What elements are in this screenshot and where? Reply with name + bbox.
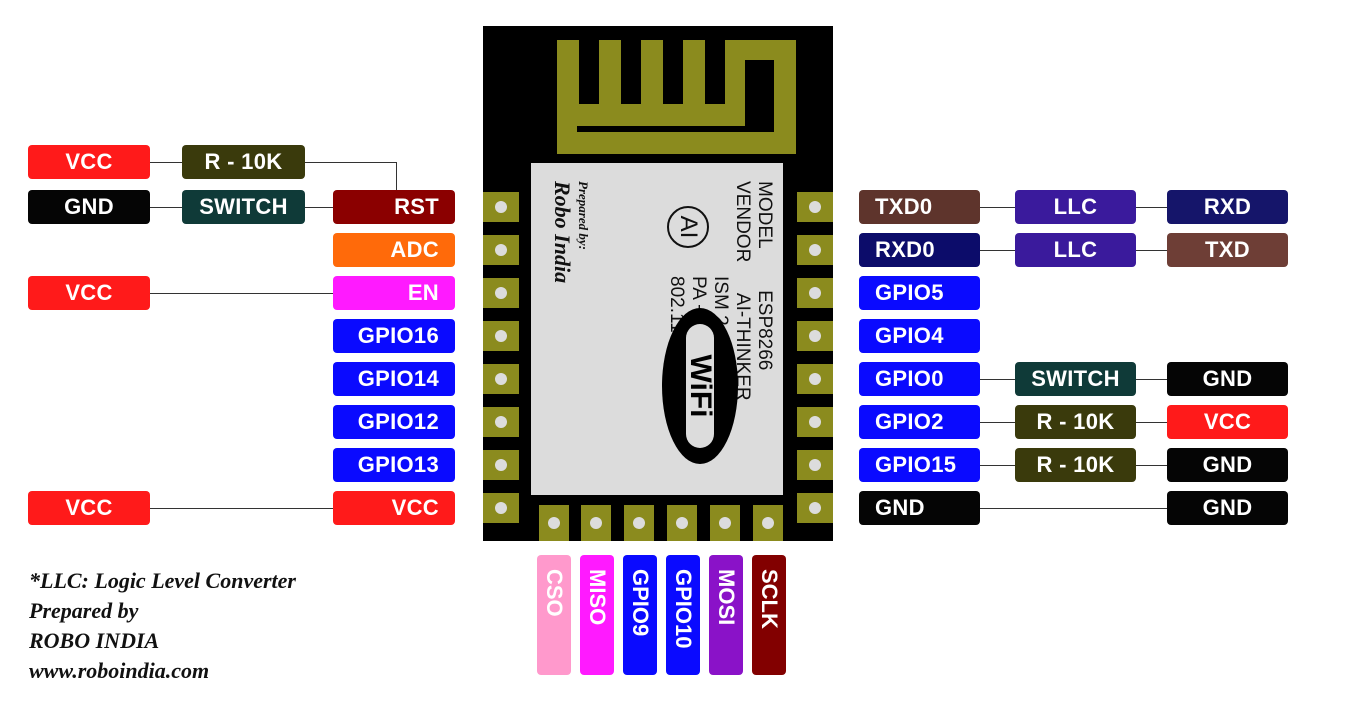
credit-prepared: Prepared by:: [576, 181, 591, 250]
llc-label-2: LLC: [1015, 233, 1136, 267]
pin-rxd0: RXD0: [859, 233, 980, 267]
pin-gpio14: GPIO14: [333, 362, 455, 396]
pin-gpio9: GPIO9: [623, 555, 657, 675]
pin-gpio2: GPIO2: [859, 405, 980, 439]
pin-gpio10: GPIO10: [666, 555, 700, 675]
gpio2-vcc-label: VCC: [1167, 405, 1288, 439]
pad-right-1: [797, 192, 833, 222]
ai-thinker-logo-icon: AI: [667, 206, 709, 248]
wire-resistor-gnd: [1136, 465, 1167, 466]
pad-bottom-1: [539, 505, 569, 541]
wifi-logo-text: WiFi: [684, 354, 717, 417]
wire-gnd-switch: [150, 207, 182, 208]
shield-line-1: MODEL ESP8266: [754, 181, 775, 371]
note-robo-india: ROBO INDIA: [29, 628, 160, 653]
en-vcc-label: VCC: [28, 276, 150, 310]
txd-label: TXD: [1167, 233, 1288, 267]
pad-left-1: [483, 192, 519, 222]
note-llc: *LLC: Logic Level Converter: [29, 568, 296, 593]
credit-robo-india: Robo India: [550, 181, 575, 284]
pin-gnd: GND: [859, 491, 980, 525]
wire-rxd0-llc: [980, 250, 1015, 251]
switch-label: SWITCH: [182, 190, 305, 224]
wire-switch-gnd: [1136, 379, 1167, 380]
wire-switch-rst: [305, 207, 333, 208]
pin-gpio13: GPIO13: [333, 448, 455, 482]
pad-left-5: [483, 364, 519, 394]
llc-label-1: LLC: [1015, 190, 1136, 224]
pad-right-5: [797, 364, 833, 394]
notes: *LLC: Logic Level Converter Prepared by …: [29, 566, 296, 686]
pin-cso: CSO: [537, 555, 571, 675]
pin-vcc: VCC: [333, 491, 455, 525]
wire-resistor-vcc: [1136, 422, 1167, 423]
vcc-label: VCC: [28, 145, 150, 179]
pin-gpio4: GPIO4: [859, 319, 980, 353]
pad-right-8: [797, 493, 833, 523]
wire-vcc-en: [150, 293, 333, 294]
wifi-logo-icon: WiFi: [662, 308, 738, 464]
pin-gpio15: GPIO15: [859, 448, 980, 482]
gpio0-switch-label: SWITCH: [1015, 362, 1136, 396]
gpio2-resistor-label: R - 10K: [1015, 405, 1136, 439]
pad-right-6: [797, 407, 833, 437]
wire-gpio2-resistor: [980, 422, 1015, 423]
metal-shield: [531, 163, 783, 495]
wire-gpio15-resistor: [980, 465, 1015, 466]
pad-left-4: [483, 321, 519, 351]
antenna-trace-icon: [557, 40, 796, 154]
pad-bottom-5: [710, 505, 740, 541]
pin-txd0: TXD0: [859, 190, 980, 224]
pad-left-3: [483, 278, 519, 308]
pad-left-6: [483, 407, 519, 437]
wire-vcc-vcc: [150, 508, 333, 509]
pad-right-3: [797, 278, 833, 308]
ai-logo-text: AI: [675, 215, 702, 239]
pad-right-2: [797, 235, 833, 265]
pin-adc: ADC: [333, 233, 455, 267]
gpio15-resistor-label: R - 10K: [1015, 448, 1136, 482]
pad-bottom-2: [581, 505, 611, 541]
pin-rst: RST: [333, 190, 455, 224]
pin-sclk: SCLK: [752, 555, 786, 675]
wire-resistor-rst: [305, 162, 397, 163]
resistor-label: R - 10K: [182, 145, 305, 179]
wire-llc-rxd: [1136, 207, 1167, 208]
pad-bottom-3: [624, 505, 654, 541]
gnd-gnd-label: GND: [1167, 491, 1288, 525]
pin-miso: MISO: [580, 555, 614, 675]
rxd-label: RXD: [1167, 190, 1288, 224]
pin-en: EN: [333, 276, 455, 310]
note-website[interactable]: www.roboindia.com: [29, 658, 210, 683]
pad-left-8: [483, 493, 519, 523]
pad-bottom-6: [753, 505, 783, 541]
pad-right-7: [797, 450, 833, 480]
pin-mosi: MOSI: [709, 555, 743, 675]
vcc-vcc-label: VCC: [28, 491, 150, 525]
pin-gpio16: GPIO16: [333, 319, 455, 353]
pad-left-2: [483, 235, 519, 265]
gpio15-gnd-label: GND: [1167, 448, 1288, 482]
pin-gpio12: GPIO12: [333, 405, 455, 439]
wire-gnd-gnd: [980, 508, 1167, 509]
gnd-label: GND: [28, 190, 150, 224]
wire-vcc-resistor: [150, 162, 182, 163]
pad-bottom-4: [667, 505, 697, 541]
note-prepared-by: Prepared by: [29, 598, 139, 623]
shield-text: MODEL ESP8266 VENDOR AI-THINKER ISM 2.4 …: [531, 163, 783, 495]
pin-gpio0: GPIO0: [859, 362, 980, 396]
wire-txd0-llc: [980, 207, 1015, 208]
pad-right-4: [797, 321, 833, 351]
pad-left-7: [483, 450, 519, 480]
gpio0-gnd-label: GND: [1167, 362, 1288, 396]
wire-llc-txd: [1136, 250, 1167, 251]
pin-gpio5: GPIO5: [859, 276, 980, 310]
wire-resistor-rst-vertical: [396, 162, 397, 191]
wire-gpio0-switch: [980, 379, 1015, 380]
